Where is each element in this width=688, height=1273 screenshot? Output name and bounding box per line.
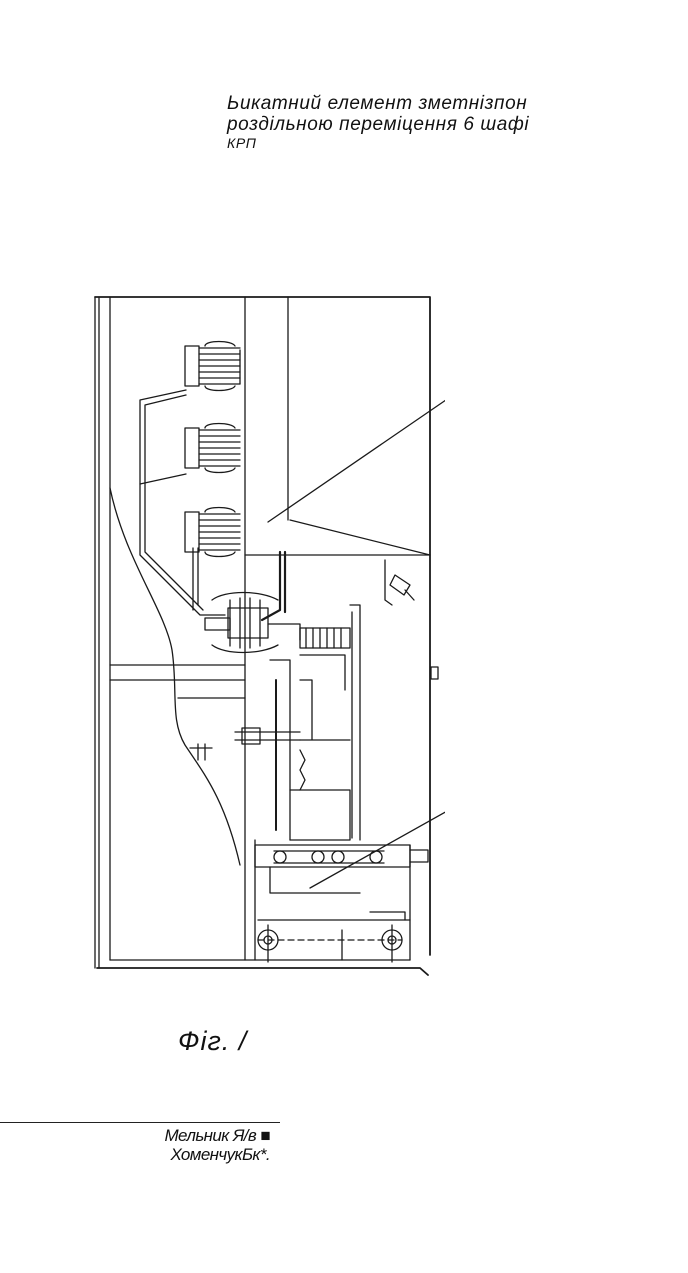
right-bracket [385,560,414,605]
carriage [255,845,428,962]
caption-line-1: Ьикатний елемент зметнізпон [227,93,527,114]
leader-lines [268,378,445,888]
insulator-stack [178,342,245,699]
author-line-1: Мельник Я/в ■ [100,1126,270,1145]
divider-line [0,1122,280,1123]
shutter-plate [262,552,285,620]
authors-block: Мельник Я/в ■ ХоменчукБк*. [100,1126,270,1164]
isolating-contacts [205,593,360,841]
caption-line-2: роздільною переміцення 6 шафі [227,114,529,135]
switchgear-drawing: 2 1 [85,285,445,985]
caption-line-3: КРП [227,135,667,151]
figure-caption: Ьикатний елемент зметнізпон роздільною п… [227,93,667,151]
withdrawable-element [110,655,410,960]
author-line-2: ХоменчукБк*. [100,1145,270,1164]
figure-label: Фіг. / [178,1026,247,1057]
